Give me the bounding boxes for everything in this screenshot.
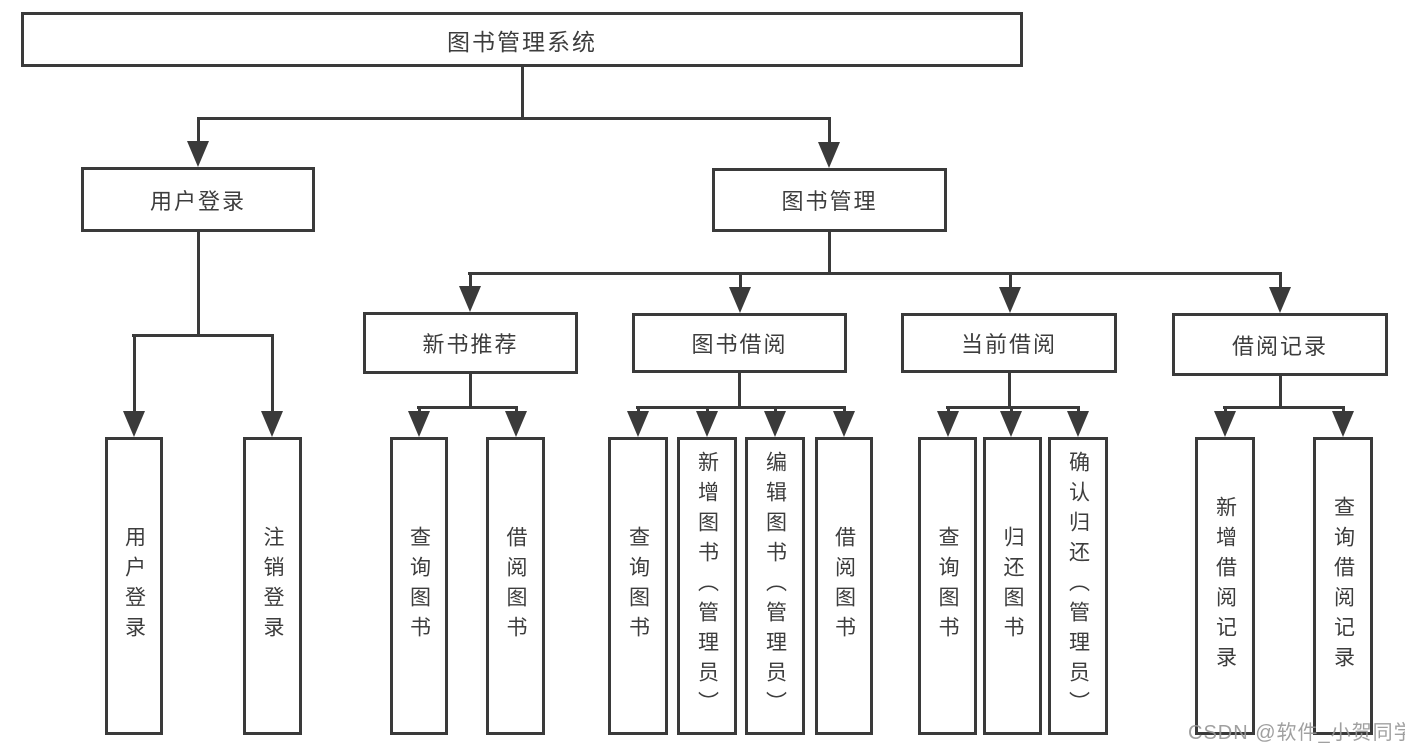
arrowhead [937,411,959,437]
arrowhead [1067,411,1089,437]
leaf-logout-label: 注销登录 [261,526,284,646]
arrowhead [261,411,283,437]
arrowhead [818,142,840,168]
connector-line [469,374,472,409]
connector-line [1008,373,1011,409]
arrowhead [729,287,751,313]
leaf-add-book-admin: 新增图书（管理员） [677,437,737,735]
connector-line [133,335,136,413]
node-book-management: 图书管理 [712,168,947,232]
leaf-query-borrow-record-label: 查询借阅记录 [1331,496,1355,676]
arrowhead [999,287,1021,313]
leaf-edit-book-admin-label: 编辑图书（管理员） [763,451,787,721]
leaf-return-book: 归还图书 [983,437,1042,735]
connector-line [197,232,200,337]
node-book-borrow: 图书借阅 [632,313,847,373]
connector-line [843,407,846,413]
leaf-add-borrow-record: 新增借阅记录 [1195,437,1255,735]
connector-line [828,120,831,144]
arrowhead [1332,411,1354,437]
node-root-label: 图书管理系统 [447,28,597,55]
connector-line [468,272,1282,275]
connector-line [739,275,742,289]
node-new-book-recommend-label: 新书推荐 [422,332,519,357]
connector-line [1279,275,1282,289]
connector-line [1077,407,1080,413]
connector-line [1010,407,1013,413]
connector-line [1279,376,1282,409]
arrowhead [1000,411,1022,437]
leaf-edit-book-admin: 编辑图书（管理员） [745,437,805,735]
leaf-query-borrow-record: 查询借阅记录 [1313,437,1373,735]
node-current-borrow: 当前借阅 [901,313,1117,373]
leaf-recommend-borrow-book-label: 借阅图书 [504,526,527,646]
node-user-login: 用户登录 [81,167,315,232]
connector-line [738,373,741,409]
leaf-current-query-book-label: 查询图书 [936,526,959,646]
arrowhead [187,141,209,167]
connector-line [636,406,846,409]
arrowhead [627,411,649,437]
connector-line [418,407,421,413]
connector-line [947,407,950,413]
arrowhead [764,411,786,437]
leaf-recommend-borrow-book: 借阅图书 [486,437,545,735]
arrowhead [123,411,145,437]
connector-line [417,406,518,409]
leaf-recommend-query-book: 查询图书 [390,437,448,735]
leaf-add-book-admin-label: 新增图书（管理员） [695,451,719,721]
leaf-add-borrow-record-label: 新增借阅记录 [1213,496,1237,676]
leaf-return-book-label: 归还图书 [1001,526,1024,646]
leaf-current-query-book: 查询图书 [918,437,977,735]
connector-line [1223,406,1345,409]
node-book-borrow-label: 图书借阅 [691,332,788,357]
connector-line [706,407,709,413]
connector-line [1342,407,1345,413]
arrowhead [459,286,481,312]
connector-line [132,334,274,337]
connector-line [197,117,831,120]
node-borrow-record-label: 借阅记录 [1231,333,1328,359]
connector-line [1009,275,1012,289]
node-user-login-label: 用户登录 [149,188,246,214]
arrowhead [696,411,718,437]
arrowhead [833,411,855,437]
connector-line [271,335,274,413]
connector-line [946,406,1080,409]
leaf-borrow-book-label: 借阅图书 [832,526,856,646]
leaf-borrow-query-book: 查询图书 [608,437,668,735]
connector-line [637,407,640,413]
arrowhead [1269,287,1291,313]
connector-line [469,275,472,288]
leaf-borrow-query-book-label: 查询图书 [626,526,650,646]
connector-line [828,232,831,275]
node-borrow-record: 借阅记录 [1172,313,1388,376]
node-current-borrow-label: 当前借阅 [960,332,1057,357]
leaf-recommend-query-book-label: 查询图书 [407,526,431,646]
node-new-book-recommend: 新书推荐 [363,312,578,374]
connector-line [197,120,200,143]
watermark: CSDN @软件_小贺同学 [1188,722,1405,744]
leaf-logout: 注销登录 [243,437,302,735]
arrowhead [408,411,430,437]
leaf-borrow-book: 借阅图书 [815,437,873,735]
leaf-confirm-return-admin-label: 确认归还（管理员） [1066,451,1090,721]
arrowhead [505,411,527,437]
leaf-user-login: 用户登录 [105,437,163,735]
leaf-user-login-label: 用户登录 [122,526,146,646]
leaf-confirm-return-admin: 确认归还（管理员） [1048,437,1108,735]
node-book-management-label: 图书管理 [781,189,878,214]
connector-line [1224,407,1227,413]
connector-line [515,407,518,413]
arrowhead [1214,411,1236,437]
node-root: 图书管理系统 [21,12,1023,67]
connector-line [774,407,777,413]
connector-line [521,67,524,120]
